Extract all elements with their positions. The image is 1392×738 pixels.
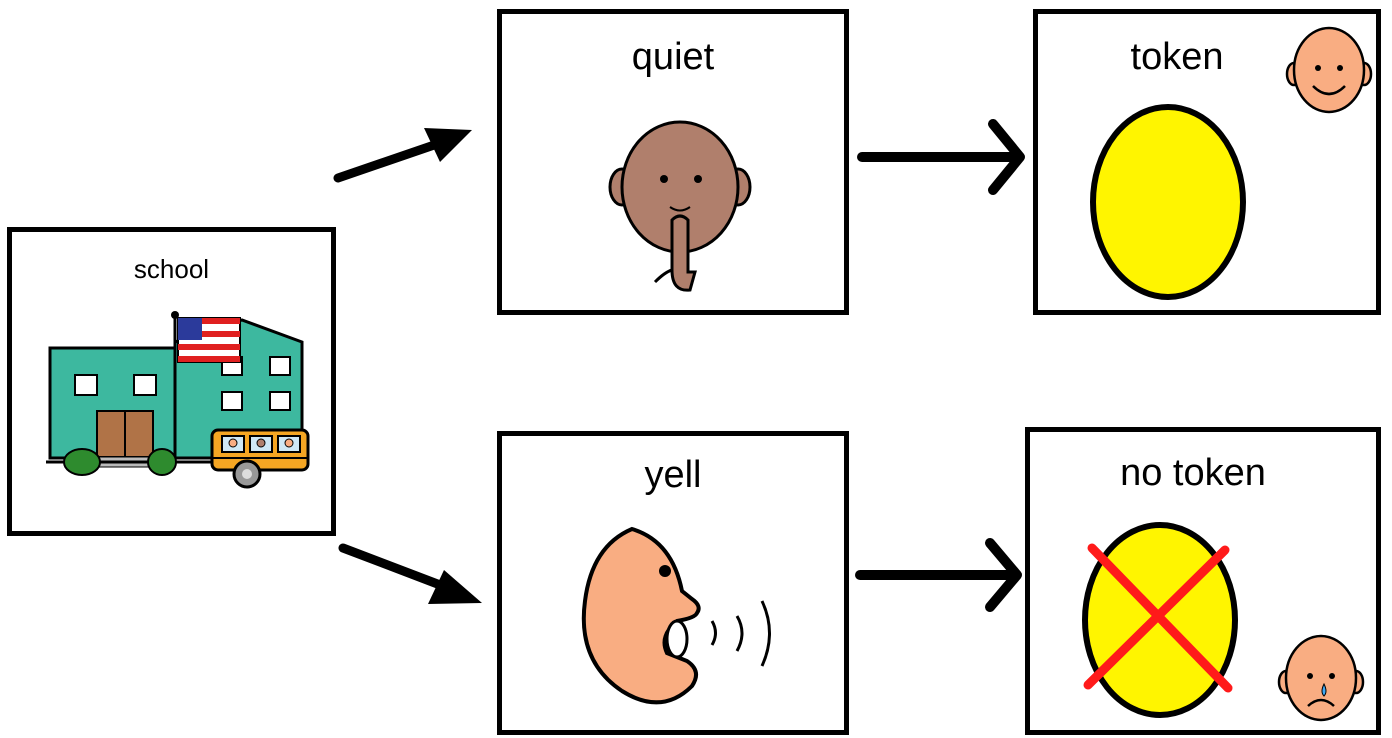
no-token-card: no token <box>1025 427 1381 735</box>
smiling-face-icon <box>1285 26 1373 114</box>
yelling-face-icon <box>581 526 771 705</box>
shush-face-icon <box>608 120 752 292</box>
school-icon <box>46 311 310 489</box>
token-card: token <box>1033 9 1381 315</box>
crying-face-icon <box>1277 634 1365 722</box>
arrow-icon <box>857 119 1025 195</box>
quiet-card: quiet <box>497 9 849 315</box>
no-token-label: no token <box>1120 452 1266 494</box>
school-card: school <box>7 227 336 536</box>
token-label: token <box>1130 36 1224 78</box>
arrow-icon <box>338 543 482 604</box>
school-label: school <box>133 254 210 284</box>
yell-label: yell <box>644 454 702 496</box>
quiet-label: quiet <box>631 36 715 78</box>
arrow-icon <box>855 538 1022 612</box>
yell-card: yell <box>497 431 849 735</box>
arrow-icon <box>333 128 472 183</box>
yellow-token-icon <box>1090 104 1246 300</box>
crossed-token-icon <box>1082 522 1238 718</box>
